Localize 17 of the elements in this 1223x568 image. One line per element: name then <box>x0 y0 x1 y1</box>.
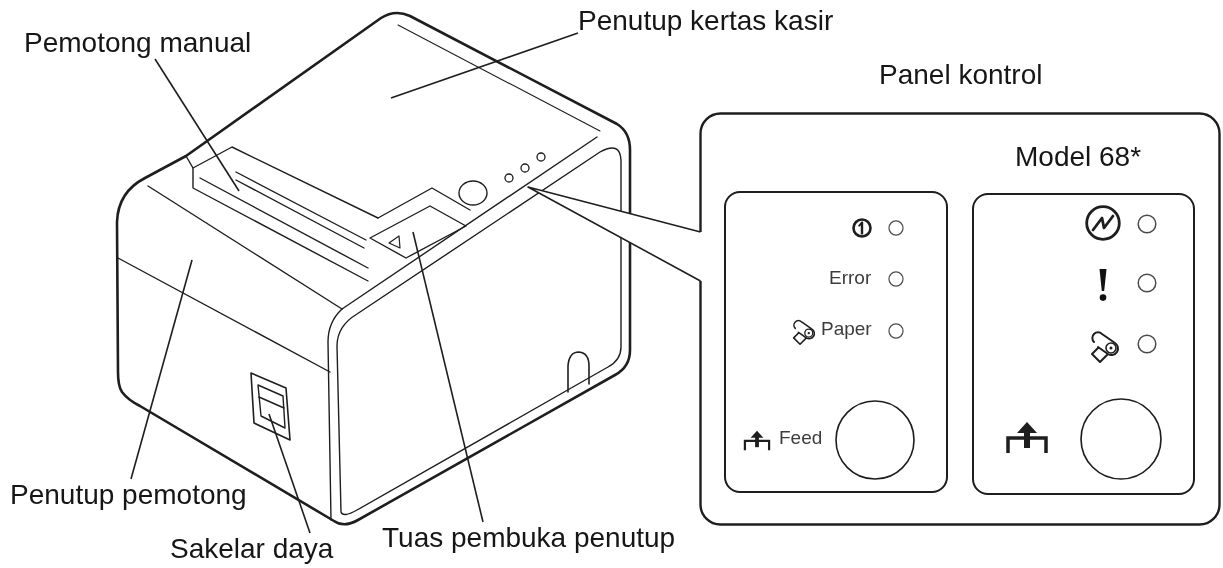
indicator-label: Feed <box>779 427 823 449</box>
part-label: Pemotong manual <box>24 27 252 59</box>
leader-line <box>390 32 579 99</box>
part-label: Sakelar daya <box>170 533 334 565</box>
leader-line <box>412 231 484 523</box>
model-label: Model 68* <box>1015 141 1142 173</box>
leader-line <box>268 413 311 534</box>
indicator-label: Error <box>829 267 872 289</box>
callout-wedge <box>527 186 702 282</box>
part-label: Penutup kertas kasir <box>578 5 834 37</box>
leader-line <box>154 58 240 192</box>
part-label: Tuas pembuka penutup <box>382 522 676 554</box>
part-label: Penutup pemotong <box>10 479 247 511</box>
panel-title: Panel kontrol <box>879 59 1043 91</box>
indicator-panel <box>724 191 948 493</box>
indicator-label: Paper <box>821 318 872 340</box>
leader-line <box>130 259 193 480</box>
